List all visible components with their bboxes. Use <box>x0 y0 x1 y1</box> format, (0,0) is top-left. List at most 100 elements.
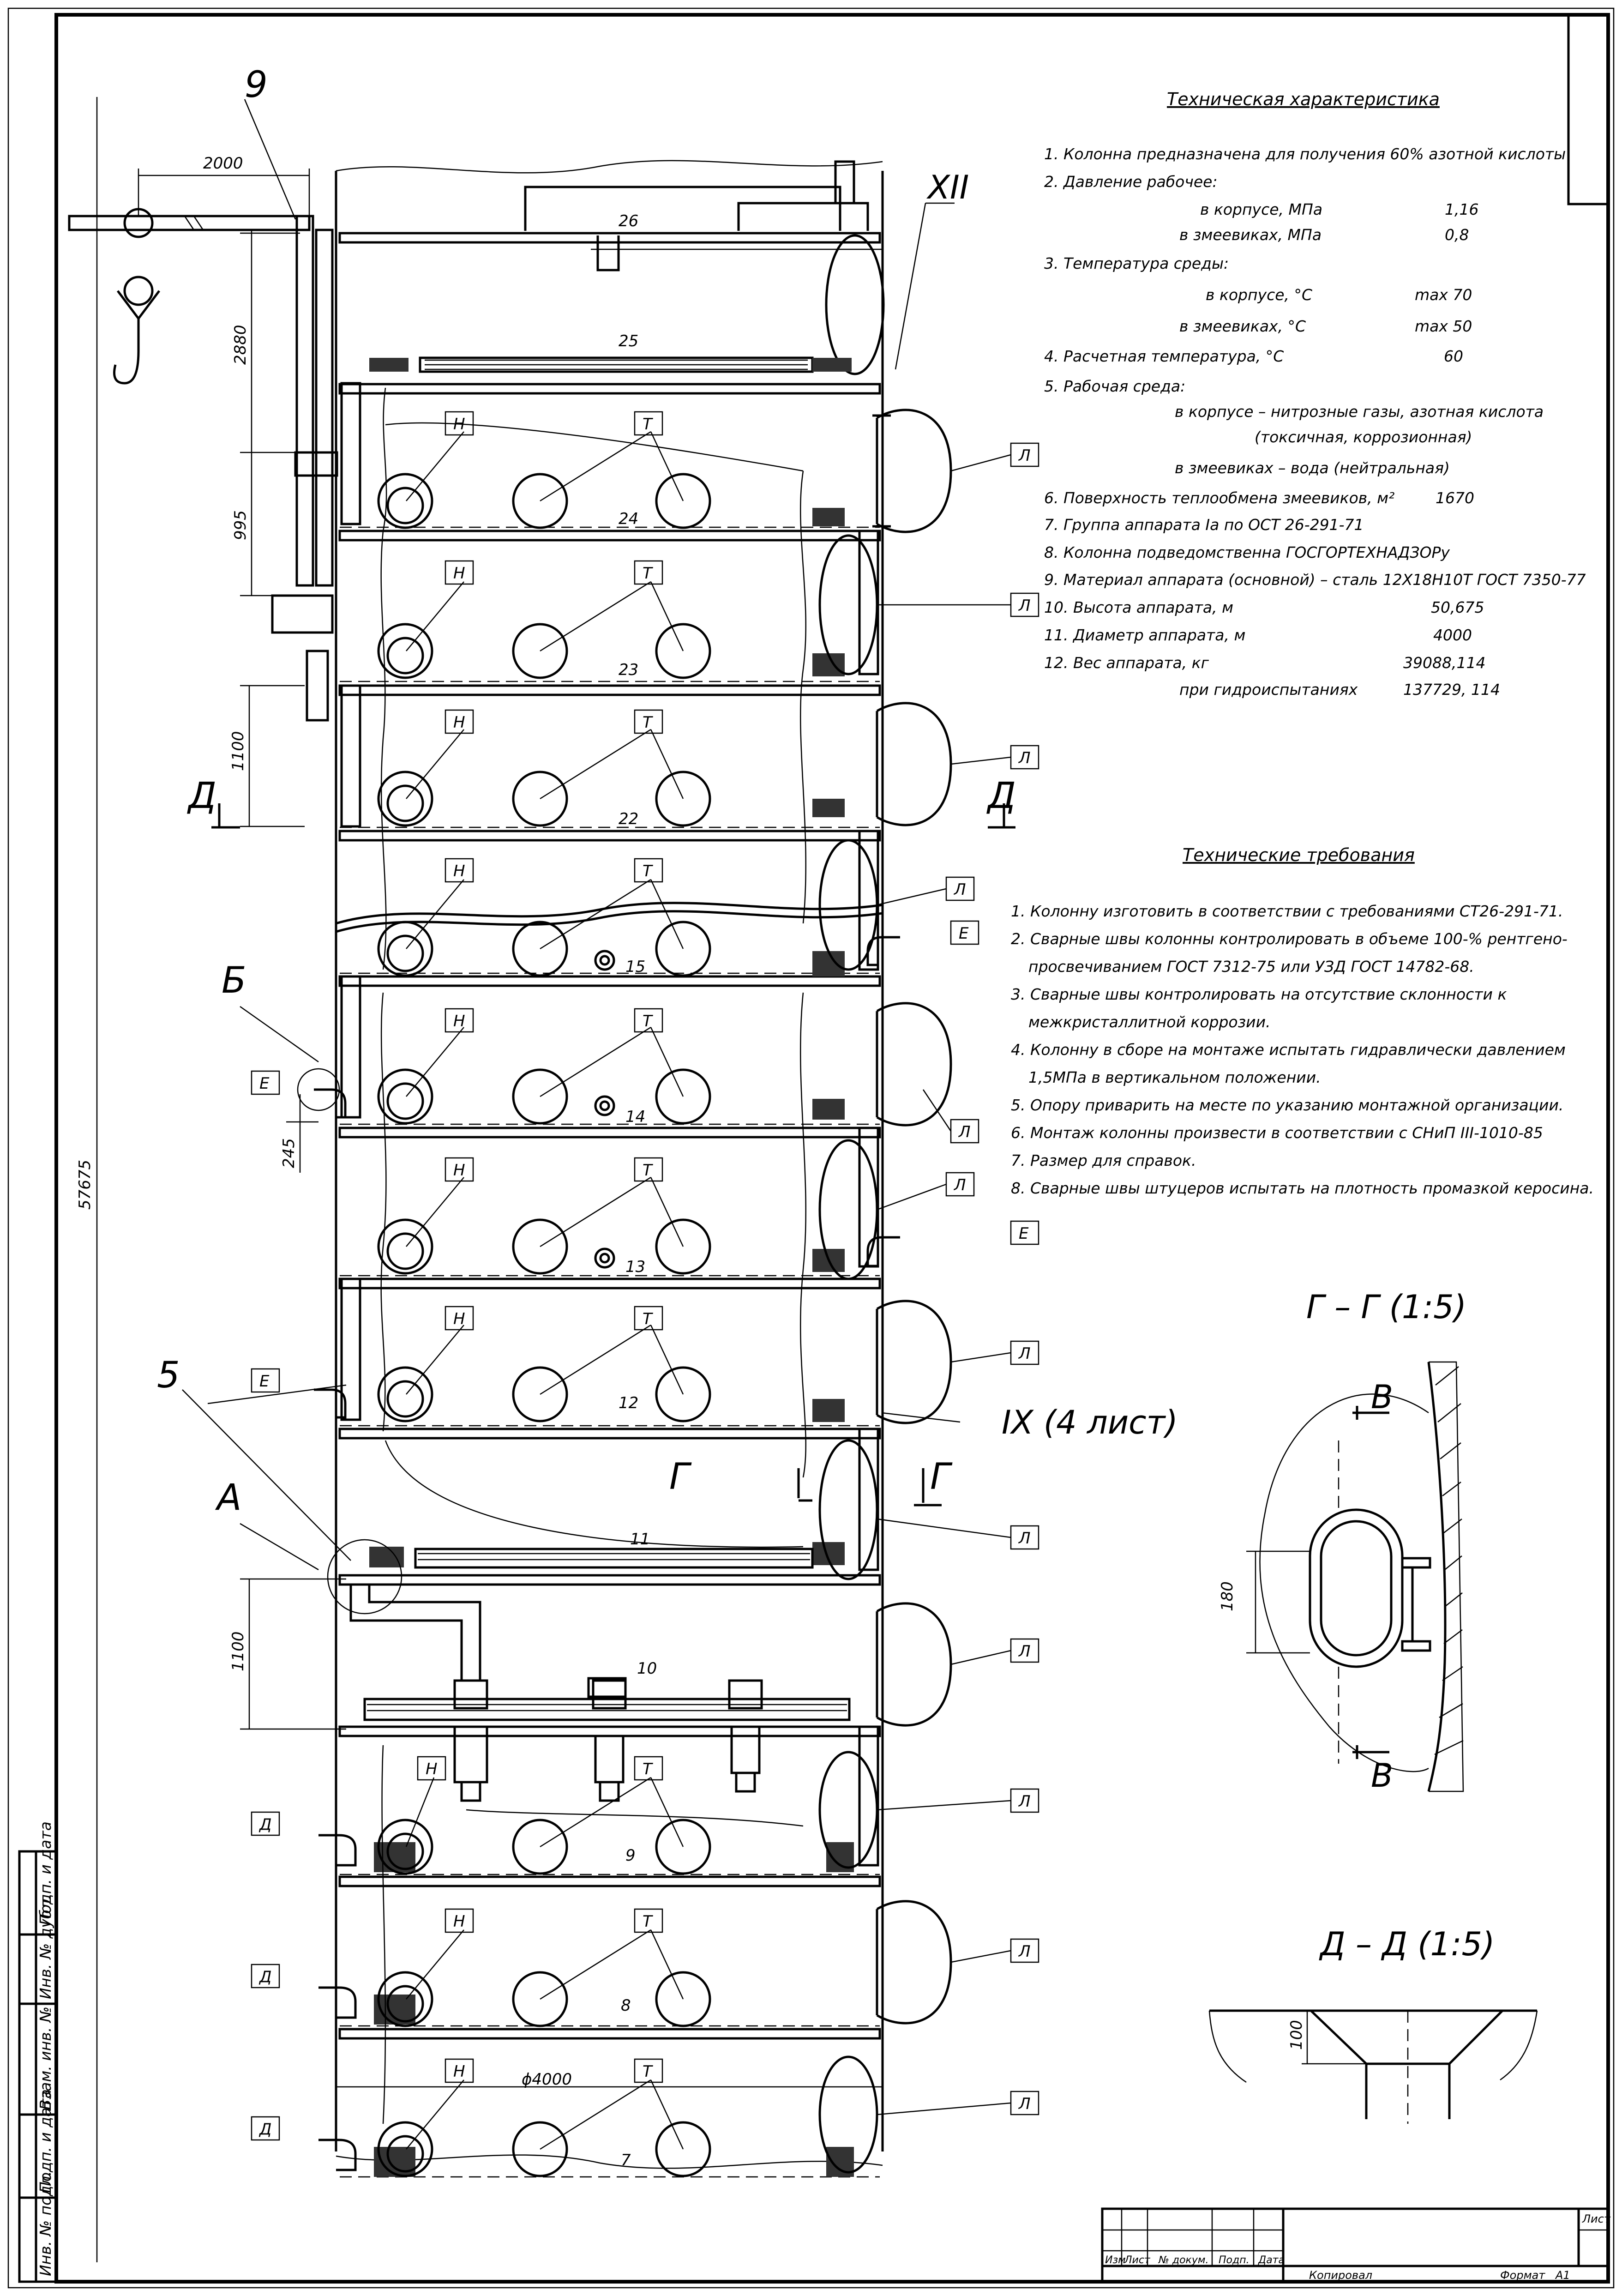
tech-spec: Техническая характеристика 1. Колонна пр… <box>1044 89 1586 699</box>
stamp-dubl-no: Инв. № дубл. <box>36 1895 54 1999</box>
tb-copied: Копировал <box>1309 2269 1372 2282</box>
davit <box>68 208 338 722</box>
callout-5: 5 <box>157 1355 180 1396</box>
spec-val-3: 1,16 <box>1445 200 1478 218</box>
tag-t: Т <box>643 713 653 732</box>
tray-numbers: 26 25 24 23 22 15 14 13 12 11 10 9 8 7 <box>619 212 657 2169</box>
spec-val-6: max 70 <box>1415 286 1472 304</box>
tray-dash-lines <box>340 526 880 2178</box>
title-block: Изм Лист № докум. Подп. Дата Лист Копиро… <box>1101 2207 1611 2283</box>
tag-t: Т <box>643 1012 653 1030</box>
spec-line-13: 6. Поверхность теплообмена змеевиков, м² <box>1044 489 1394 507</box>
section-gg-cut-top: В <box>1371 1378 1393 1416</box>
req-line-5: межкристаллитной коррозии. <box>1028 1013 1271 1031</box>
tray-24: 24 <box>619 510 638 528</box>
spec-line-20: при гидроиспытаниях <box>1179 681 1358 699</box>
spec-line-1: 1. Колонна предназначена для получения 6… <box>1044 145 1566 163</box>
tag-n: Н <box>453 1310 465 1328</box>
tag-l: Л <box>1018 1942 1031 1961</box>
spec-line-4: в змеевиках, МПа <box>1179 226 1322 244</box>
spec-val-13: 1670 <box>1436 489 1474 507</box>
tb-col-date: Дата <box>1258 2254 1285 2266</box>
tag-t: Т <box>643 1161 653 1180</box>
spec-line-10: в корпусе – нитрозные газы, азотная кисл… <box>1175 403 1544 421</box>
tb-sheet: Лист <box>1582 2212 1611 2225</box>
dim-diameter: ϕ4000 <box>522 2070 572 2089</box>
tag-n: Н <box>453 2062 465 2081</box>
req-line-2: 2. Сварные швы колонны контролировать в … <box>1011 930 1568 948</box>
tag-e: Е <box>959 924 969 943</box>
spec-line-11: (токсичная, коррозионная) <box>1255 428 1472 446</box>
dim-245: 245 <box>280 1138 298 1168</box>
tray-14: 14 <box>625 1108 645 1126</box>
tb-format-value: А1 <box>1555 2269 1570 2282</box>
spec-line-8: 4. Расчетная температура, °С <box>1044 347 1284 365</box>
spec-line-12: в змеевиках – вода (нейтральная) <box>1175 459 1450 477</box>
tag-l: Л <box>1018 597 1031 615</box>
tb-col-list: Лист <box>1124 2254 1151 2266</box>
callout-9: 9 <box>245 64 268 106</box>
callout-ix: IX (4 лист) <box>1002 1404 1178 1441</box>
tray-7: 7 <box>621 2151 631 2169</box>
tag-l: Л <box>1018 1529 1031 1548</box>
spec-line-15: 8. Колонна подведомственна ГОСГОРТЕХНАДЗ… <box>1044 543 1450 561</box>
tb-col-izm: Изм <box>1105 2254 1126 2266</box>
tag-l: Л <box>1018 1642 1031 1661</box>
req-line-6: 4. Колонну в сборе на монтаже испытать г… <box>1011 1041 1566 1059</box>
tray-10: 10 <box>637 1659 657 1678</box>
tag-n: Н <box>426 1760 438 1778</box>
tray-plates <box>338 232 881 2040</box>
spec-line-5: 3. Температура среды: <box>1044 254 1229 272</box>
top-right-box <box>1567 13 1610 205</box>
tech-req-title: Технические требования <box>1183 845 1415 865</box>
tag-n: Н <box>453 564 465 583</box>
req-line-10: 7. Размер для справок. <box>1011 1151 1196 1169</box>
req-line-1: 1. Колонну изготовить в соответствии с т… <box>1011 902 1563 920</box>
tag-n: Н <box>453 862 465 880</box>
cut-g-left: Г <box>669 1456 692 1498</box>
side-nozzles <box>314 936 900 2171</box>
callout-xii: XII <box>926 169 969 206</box>
tag-n: Н <box>453 1012 465 1030</box>
dim-1100a: 1100 <box>229 731 247 771</box>
inner-frame <box>54 13 1610 2284</box>
spec-line-16: 9. Материал аппарата (основной) – сталь … <box>1044 571 1586 589</box>
bubble-caps <box>377 473 711 2177</box>
tag-e: Е <box>1019 1224 1029 1243</box>
spec-line-6: в корпусе, °С <box>1206 286 1312 304</box>
tray-25: 25 <box>619 332 638 350</box>
tray-13: 13 <box>625 1258 645 1276</box>
section-dd-dim: 100 <box>1287 2020 1306 2050</box>
req-line-8: 5. Опору приварить на месте по указанию … <box>1011 1096 1563 1114</box>
stamp-vzam-no: Взам. инв. № <box>36 2007 54 2110</box>
spec-line-9: 5. Рабочая среда: <box>1044 377 1185 395</box>
dim-57675: 57675 <box>76 1160 94 1210</box>
tag-l: Л <box>1018 2095 1031 2113</box>
tag-t: Т <box>643 1760 653 1778</box>
spec-val-20: 137729, 114 <box>1403 681 1500 699</box>
tag-d: Д <box>258 2120 272 2139</box>
side-stamp: Подп. и дата Инв. № дубл. Взам. инв. № П… <box>18 1821 58 2283</box>
tag-boxes <box>251 411 1039 2141</box>
column-shell <box>335 160 884 2169</box>
tag-l: Л <box>1018 1792 1031 1811</box>
dim-1100b: 1100 <box>229 1631 247 1671</box>
tag-leaders <box>405 431 1011 2150</box>
spec-line-2: 2. Давление рабочее: <box>1044 173 1218 191</box>
tray-22: 22 <box>619 810 638 828</box>
tag-t: Т <box>643 1310 653 1328</box>
req-line-7: 1,5МПа в вертикальном положении. <box>1028 1068 1321 1086</box>
tag-l: Л <box>953 880 966 899</box>
section-gg-dim: 180 <box>1218 1581 1237 1611</box>
req-line-3: просвечиванием ГОСТ 7312-75 или УЗД ГОСТ… <box>1028 958 1474 976</box>
tag-l: Л <box>958 1123 971 1141</box>
spec-val-18: 4000 <box>1433 626 1472 644</box>
outer-frame <box>7 7 1615 2289</box>
spec-line-18: 11. Диаметр аппарата, м <box>1044 626 1245 644</box>
spec-line-19: 12. Вес аппарата, кг <box>1044 654 1209 672</box>
tray-23: 23 <box>619 661 638 679</box>
dim-2880: 2880 <box>231 325 250 365</box>
tag-t: Т <box>643 1912 653 1931</box>
section-dd: Д – Д (1:5) 100 <box>1208 1925 1538 2124</box>
tag-n: Н <box>453 415 465 434</box>
